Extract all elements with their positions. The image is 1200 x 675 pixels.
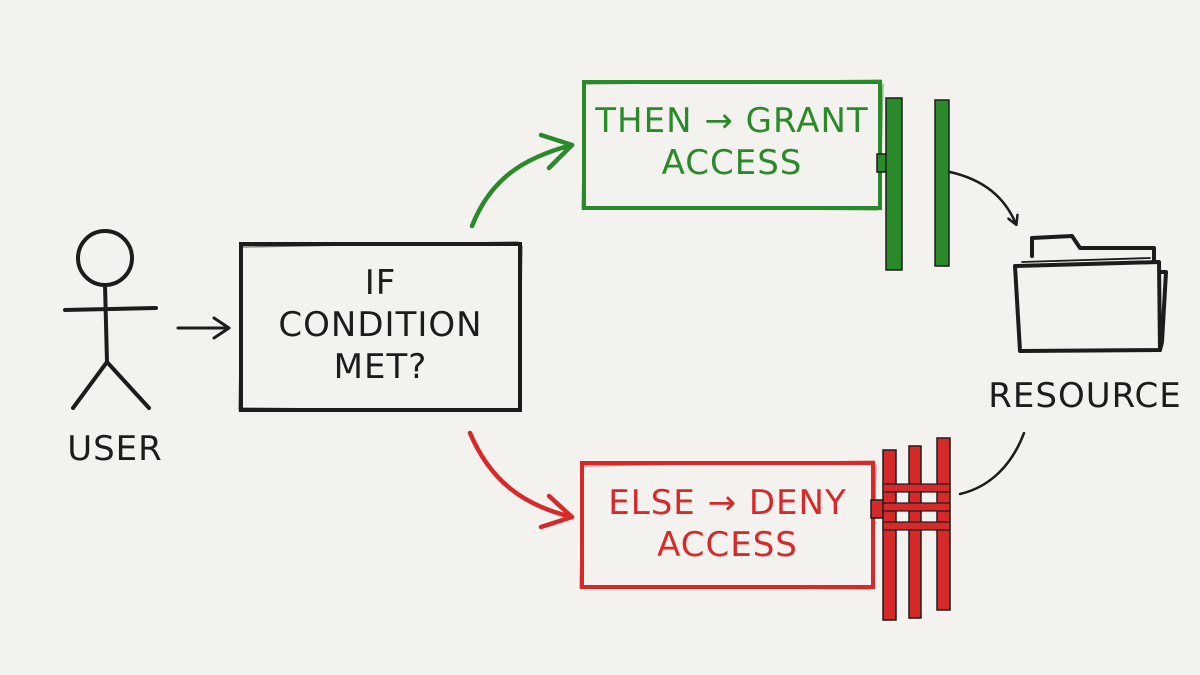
open-gate-icon	[876, 97, 950, 271]
condition-line-2: CONDITION	[278, 305, 483, 345]
else-label: ELSE → DENY ACCESS	[582, 482, 873, 566]
locked-gate-icon	[870, 437, 951, 621]
user-label: USER	[45, 428, 185, 470]
condition-line-3: MET?	[333, 347, 428, 387]
else-line-2: ACCESS	[657, 525, 798, 565]
then-line-2: ACCESS	[661, 143, 803, 183]
then-line-1: THEN → GRANT	[595, 101, 869, 141]
folder-icon	[1013, 234, 1168, 353]
stick-figure-icon	[63, 229, 158, 410]
then-label: THEN → GRANT ACCESS	[584, 100, 880, 184]
then-branch-arrow	[469, 132, 575, 229]
resource-label: RESOURCE	[975, 375, 1195, 417]
resource-label-text: RESOURCE	[988, 376, 1182, 416]
condition-line-1: IF	[364, 263, 397, 303]
user-label-text: USER	[67, 429, 163, 469]
condition-box	[238, 241, 523, 412]
else-line-1: ELSE → DENY	[608, 483, 847, 523]
else-branch-arrow	[467, 430, 575, 530]
else-box	[579, 460, 877, 590]
gate-to-resource-arrow	[948, 170, 1016, 224]
user-to-condition-arrow	[176, 316, 231, 340]
condition-label: IF CONDITION MET?	[241, 262, 520, 388]
then-box	[581, 79, 884, 211]
resource-to-locked-gate-line	[958, 431, 1026, 496]
